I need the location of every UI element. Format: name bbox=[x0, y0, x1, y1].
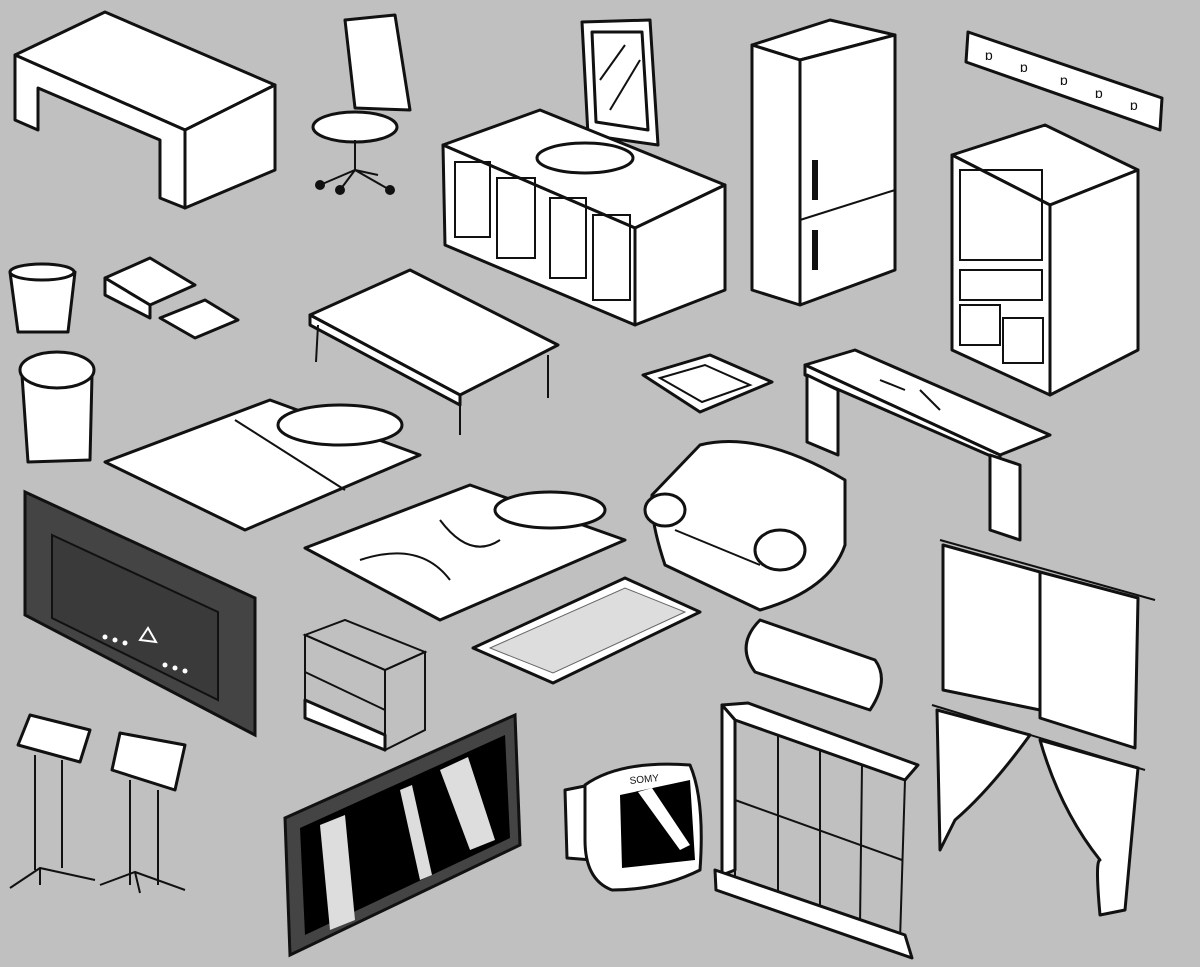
display-case bbox=[302, 618, 428, 752]
svg-text:ɒ: ɒ bbox=[1060, 72, 1068, 88]
bolster-cushion bbox=[744, 618, 883, 712]
music-stands bbox=[9, 713, 187, 894]
crt-tv: SOMY bbox=[563, 762, 703, 892]
office-chair bbox=[311, 13, 412, 195]
window bbox=[713, 701, 920, 960]
wastebasket bbox=[8, 262, 77, 334]
wall-sink bbox=[641, 353, 774, 414]
svg-text:ɒ: ɒ bbox=[1130, 97, 1138, 113]
refrigerator bbox=[750, 18, 897, 307]
messy-futon bbox=[303, 483, 627, 622]
workbench bbox=[803, 348, 1052, 542]
tv-brand-label: SOMY bbox=[629, 773, 660, 787]
trash-can bbox=[18, 350, 96, 464]
wall-tv bbox=[23, 489, 257, 738]
curtains-closed bbox=[939, 539, 1156, 750]
rug bbox=[471, 576, 702, 685]
desk bbox=[13, 10, 277, 210]
painting bbox=[283, 712, 522, 958]
paper-stack bbox=[103, 256, 240, 340]
svg-text:ɒ: ɒ bbox=[1095, 85, 1103, 101]
cupboard bbox=[950, 123, 1140, 397]
coat-hook-rail: ɒ ɒ ɒ ɒ ɒ bbox=[964, 30, 1164, 132]
futon-bed bbox=[103, 398, 422, 532]
curtains-open bbox=[931, 704, 1146, 917]
coffee-table bbox=[308, 268, 560, 435]
armchair bbox=[643, 440, 847, 612]
bathroom-vanity bbox=[441, 108, 727, 327]
svg-text:ɒ: ɒ bbox=[985, 47, 993, 63]
vanity-mirror bbox=[580, 18, 660, 147]
svg-text:ɒ: ɒ bbox=[1020, 59, 1028, 75]
